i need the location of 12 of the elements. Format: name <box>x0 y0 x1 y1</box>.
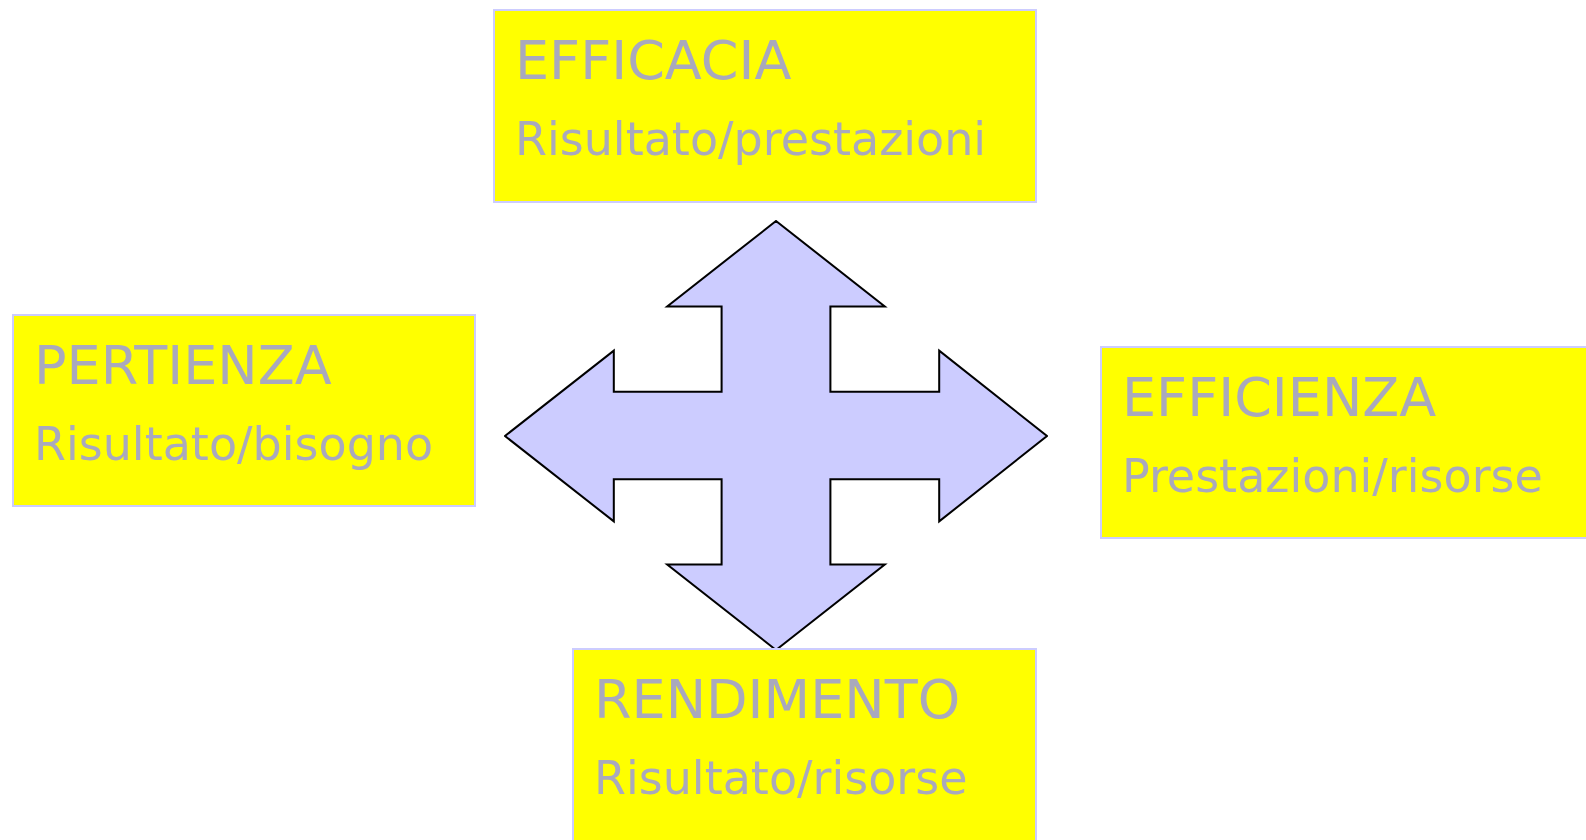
concept-box <box>572 648 1037 840</box>
concept-box <box>12 314 476 507</box>
concept-box <box>493 9 1037 203</box>
concept-formula: Risultato/bisogno <box>34 415 434 473</box>
concept-formula: Risultato/risorse <box>594 749 968 807</box>
concept-box <box>1100 346 1586 539</box>
concept-title: PERTIENZA <box>34 333 332 399</box>
concept-formula: Prestazioni/risorse <box>1122 447 1543 505</box>
concept-title: EFFICACIA <box>515 28 792 94</box>
concept-title: EFFICIENZA <box>1122 365 1437 431</box>
concept-formula: Risultato/prestazioni <box>515 110 987 168</box>
concept-title: RENDIMENTO <box>594 667 961 733</box>
